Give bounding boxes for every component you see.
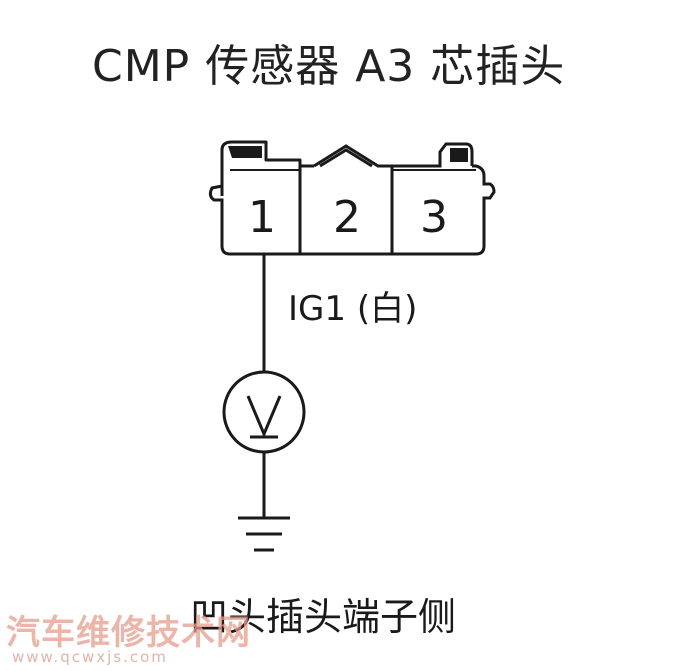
connector-housing <box>208 140 496 256</box>
watermark-logo: 汽车维修技术网 <box>6 613 251 653</box>
watermark-url: www.qcwxjs.com <box>12 648 168 666</box>
left-latch-fill <box>228 146 262 158</box>
pin-2-label: 2 <box>333 192 361 243</box>
right-latch-fill <box>450 148 468 162</box>
pin-3-label: 3 <box>420 192 448 243</box>
pin-1-label: 1 <box>248 192 276 243</box>
voltmeter-icon <box>222 370 306 454</box>
ground-symbol-icon <box>238 516 290 552</box>
wire-label: IG1 (白) <box>288 289 417 329</box>
diagram-title: CMP 传感器 A3 芯插头 <box>92 41 566 92</box>
footer-label: 凹头插头端子侧 <box>190 595 457 639</box>
